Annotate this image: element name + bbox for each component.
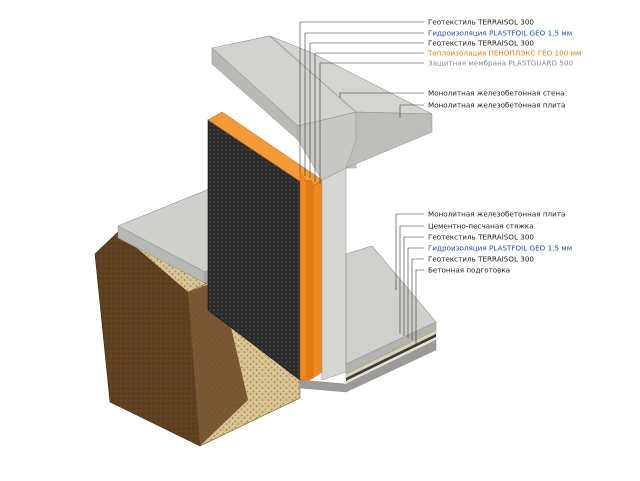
label-bot-6: Бетонная подготовка bbox=[428, 266, 510, 275]
label-bot-5: Геотекстиль TERRAISOL 300 bbox=[428, 255, 534, 264]
label-bot-1: Монолитная железобетонная плита bbox=[428, 210, 565, 219]
label-top-3: Геотекстиль TERRAISOL 300 bbox=[428, 39, 534, 48]
upper-slab bbox=[269, 35, 433, 169]
concrete-prep bbox=[299, 339, 437, 393]
wall-face bbox=[321, 167, 347, 381]
labels-top: Геотекстиль TERRAISOL 300 Гидроизоляция … bbox=[427, 18, 581, 68]
soil-dark-wedge bbox=[188, 280, 248, 446]
label-bot-2: Цементно-песчаная стяжка bbox=[428, 222, 534, 231]
waterproof-layer bbox=[346, 334, 436, 381]
label-top-4: Теплоизоляция ПЕНОПЛЭКС ГЕО 100 мм bbox=[427, 49, 581, 58]
bottom-slab bbox=[299, 245, 437, 393]
labels-middle: Монолитная железобетонная стена Монолитн… bbox=[428, 89, 565, 110]
labels-bottom: Монолитная железобетонная плита Цементно… bbox=[428, 210, 572, 275]
geotextile-layer bbox=[346, 337, 436, 384]
label-mid-1: Монолитная железобетонная стена bbox=[428, 89, 565, 98]
label-bot-3: Геотекстиль TERRAISOL 300 bbox=[428, 233, 534, 242]
label-top-1: Геотекстиль TERRAISOL 300 bbox=[428, 18, 534, 27]
label-bot-4: Гидроизоляция PLASTFOIL GEO 1,5 мм bbox=[428, 244, 572, 253]
leader-lines bbox=[299, 21, 424, 346]
label-top-5: Защитная мембрана PLASTGUARD 500 bbox=[428, 59, 573, 68]
upper-slab-front bbox=[345, 111, 433, 169]
label-top-2: Гидроизоляция PLASTFOIL GEO 1,5 мм bbox=[428, 29, 572, 38]
label-mid-2: Монолитная железобетонная плита bbox=[428, 101, 565, 110]
